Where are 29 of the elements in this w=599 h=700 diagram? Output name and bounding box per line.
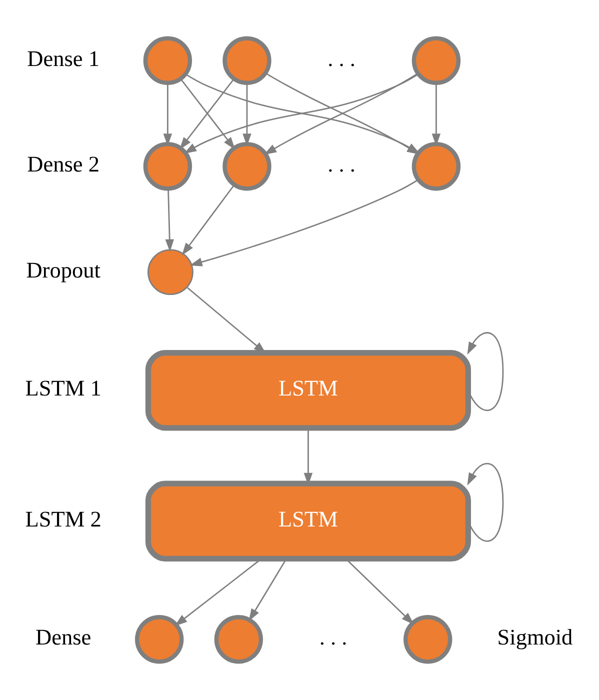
label: . . . xyxy=(328,46,356,71)
node-circle xyxy=(134,615,184,664)
label: . . . xyxy=(319,624,348,650)
node-circle xyxy=(143,36,192,85)
label: Dense 2 xyxy=(27,152,100,177)
label: LSTM 1 xyxy=(25,376,102,401)
node-circle xyxy=(412,142,461,191)
label: . . . xyxy=(328,152,356,177)
label: Dropout xyxy=(26,257,100,282)
arrow xyxy=(346,558,414,625)
arrow xyxy=(467,462,504,542)
node-circle xyxy=(412,36,461,85)
label: Dense xyxy=(36,624,92,650)
node-box: LSTM xyxy=(145,480,471,562)
node-circle xyxy=(222,142,272,191)
node-circle xyxy=(143,142,192,191)
node-circle xyxy=(222,36,272,85)
arrow xyxy=(190,179,418,266)
node-circle xyxy=(214,615,263,664)
node-circle xyxy=(404,615,452,664)
arrow xyxy=(467,332,504,411)
label: LSTM 2 xyxy=(25,506,102,532)
node-circle xyxy=(148,249,194,296)
arrow xyxy=(165,189,174,252)
node-box: LSTM xyxy=(145,350,471,431)
label: Sigmoid xyxy=(497,624,573,650)
label: Dense 1 xyxy=(27,46,100,71)
arrow xyxy=(248,558,287,622)
arrow xyxy=(182,184,235,256)
